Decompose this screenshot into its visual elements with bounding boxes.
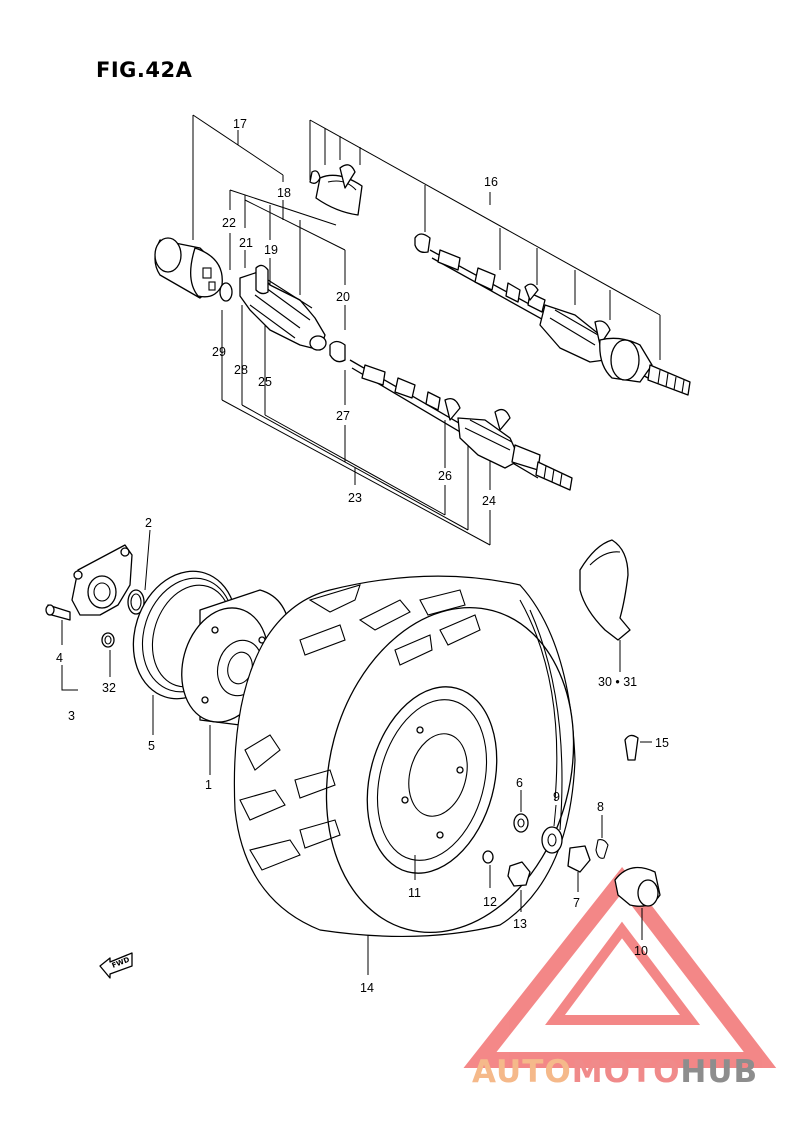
watermark-logo-icon bbox=[463, 866, 777, 1068]
o-rings bbox=[101, 589, 145, 648]
figure-title: FIG.42A bbox=[96, 58, 193, 82]
fwd-arrow-icon: FWD bbox=[99, 952, 133, 979]
label-28: 28 bbox=[234, 363, 248, 377]
watermark-moto: MOTO bbox=[571, 1054, 681, 1090]
cv-joint-outer-housing bbox=[154, 237, 233, 302]
label-13: 13 bbox=[513, 917, 527, 931]
watermark-hub: HUB bbox=[680, 1054, 759, 1090]
cv-boot-outer bbox=[239, 264, 327, 351]
label-1: 1 bbox=[205, 778, 212, 792]
label-21: 21 bbox=[239, 236, 253, 250]
lower-leaders bbox=[61, 529, 652, 975]
label-27: 27 bbox=[336, 409, 350, 423]
label-26: 26 bbox=[438, 469, 452, 483]
label-19: 19 bbox=[264, 243, 278, 257]
drive-shaft-upper bbox=[309, 164, 691, 396]
label-9: 9 bbox=[553, 790, 560, 804]
label-30-31: 30 • 31 bbox=[598, 675, 637, 689]
label-24: 24 bbox=[482, 494, 496, 508]
drive-shaft-lower bbox=[329, 340, 573, 491]
label-2: 2 bbox=[145, 516, 152, 530]
label-25: 25 bbox=[258, 375, 272, 389]
label-20: 20 bbox=[336, 290, 350, 304]
label-14: 14 bbox=[360, 981, 374, 995]
label-7: 7 bbox=[573, 896, 580, 910]
label-15: 15 bbox=[655, 736, 669, 750]
watermark-brand: AUTOMOTOHUB bbox=[472, 1054, 758, 1090]
wheel-rim bbox=[366, 686, 498, 874]
label-23: 23 bbox=[348, 491, 362, 505]
label-8: 8 bbox=[597, 800, 604, 814]
label-22: 22 bbox=[222, 216, 236, 230]
brake-bracket bbox=[45, 544, 133, 621]
drive-shaft-leaders bbox=[192, 114, 661, 546]
part-labels: 17 18 22 21 19 16 20 29 28 25 27 26 23 2… bbox=[56, 117, 669, 995]
watermark-auto: AUTO bbox=[472, 1054, 572, 1090]
label-3: 3 bbox=[68, 709, 75, 723]
label-16: 16 bbox=[484, 175, 498, 189]
mud-guard bbox=[579, 539, 631, 641]
label-29: 29 bbox=[212, 345, 226, 359]
label-32: 32 bbox=[102, 681, 116, 695]
label-10: 10 bbox=[634, 944, 648, 958]
label-6: 6 bbox=[516, 776, 523, 790]
label-12: 12 bbox=[483, 895, 497, 909]
hardware-parts bbox=[482, 734, 661, 907]
label-18: 18 bbox=[277, 186, 291, 200]
label-17: 17 bbox=[233, 117, 247, 131]
label-4: 4 bbox=[56, 651, 63, 665]
label-5: 5 bbox=[148, 739, 155, 753]
label-11: 11 bbox=[408, 886, 421, 900]
